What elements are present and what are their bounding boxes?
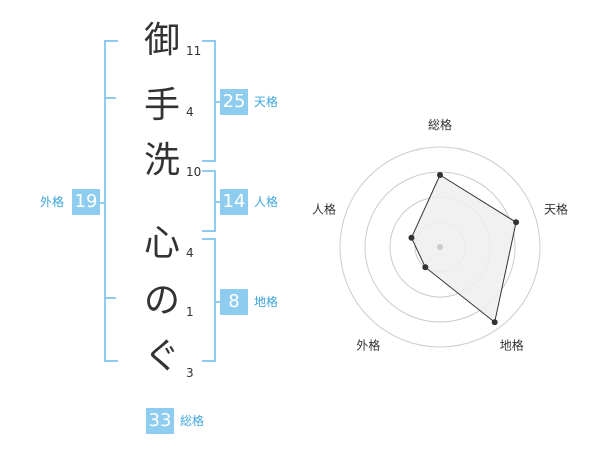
gaikaku-tick bbox=[104, 97, 116, 99]
radar-axis-label-1: 総格 bbox=[428, 117, 452, 132]
gaikaku-value: 19 bbox=[72, 189, 100, 215]
soukaku-value: 33 bbox=[146, 408, 174, 434]
jinkaku-value: 14 bbox=[220, 189, 248, 215]
jinkaku-connector bbox=[214, 201, 222, 203]
radar-polygon bbox=[410, 174, 517, 324]
stroke-count-4: 4 bbox=[186, 246, 194, 260]
stroke-count-1: 11 bbox=[186, 44, 202, 58]
radar-axis-label-4: 外格 bbox=[356, 338, 380, 353]
gaikaku-tick bbox=[104, 297, 116, 299]
radar-ring bbox=[339, 146, 541, 348]
radar-center-dot bbox=[437, 244, 443, 250]
stroke-count-5: 1 bbox=[186, 305, 194, 319]
chikaku-bracket bbox=[202, 238, 216, 362]
radar-point-5 bbox=[408, 234, 415, 241]
chikaku-connector bbox=[214, 301, 222, 303]
name-char-2: 手 bbox=[143, 85, 180, 126]
radar-axis-label-5: 人格 bbox=[312, 201, 336, 216]
radar-axis-label-3: 地格 bbox=[500, 338, 524, 353]
stroke-count-2: 4 bbox=[186, 105, 194, 119]
tenkaku-value: 25 bbox=[220, 89, 248, 115]
name-char-4: 心 bbox=[143, 223, 180, 264]
soukaku-label: 総格 bbox=[180, 414, 205, 428]
name-char-1: 御 bbox=[143, 20, 180, 61]
radar-point-3 bbox=[491, 319, 498, 326]
name-char-3: 洗 bbox=[143, 140, 180, 181]
radar-point-4 bbox=[422, 264, 429, 271]
radar-point-2 bbox=[513, 219, 520, 226]
stroke-count-6: 3 bbox=[186, 366, 194, 380]
radar-axis-label-2: 天格 bbox=[544, 201, 568, 216]
gaikaku-bracket bbox=[104, 40, 118, 362]
chikaku-value: 8 bbox=[220, 289, 248, 315]
tenkaku-connector bbox=[214, 101, 222, 103]
chikaku-label: 地格 bbox=[254, 295, 279, 309]
name-char-6: ぐ bbox=[143, 336, 180, 377]
stroke-count-3: 10 bbox=[186, 165, 202, 179]
name-char-5: の bbox=[143, 280, 180, 321]
radar-point-1 bbox=[437, 172, 443, 178]
gaikaku-label: 外格 bbox=[40, 195, 65, 209]
tenkaku-label: 天格 bbox=[254, 95, 279, 109]
jinkaku-label: 人格 bbox=[254, 195, 279, 209]
